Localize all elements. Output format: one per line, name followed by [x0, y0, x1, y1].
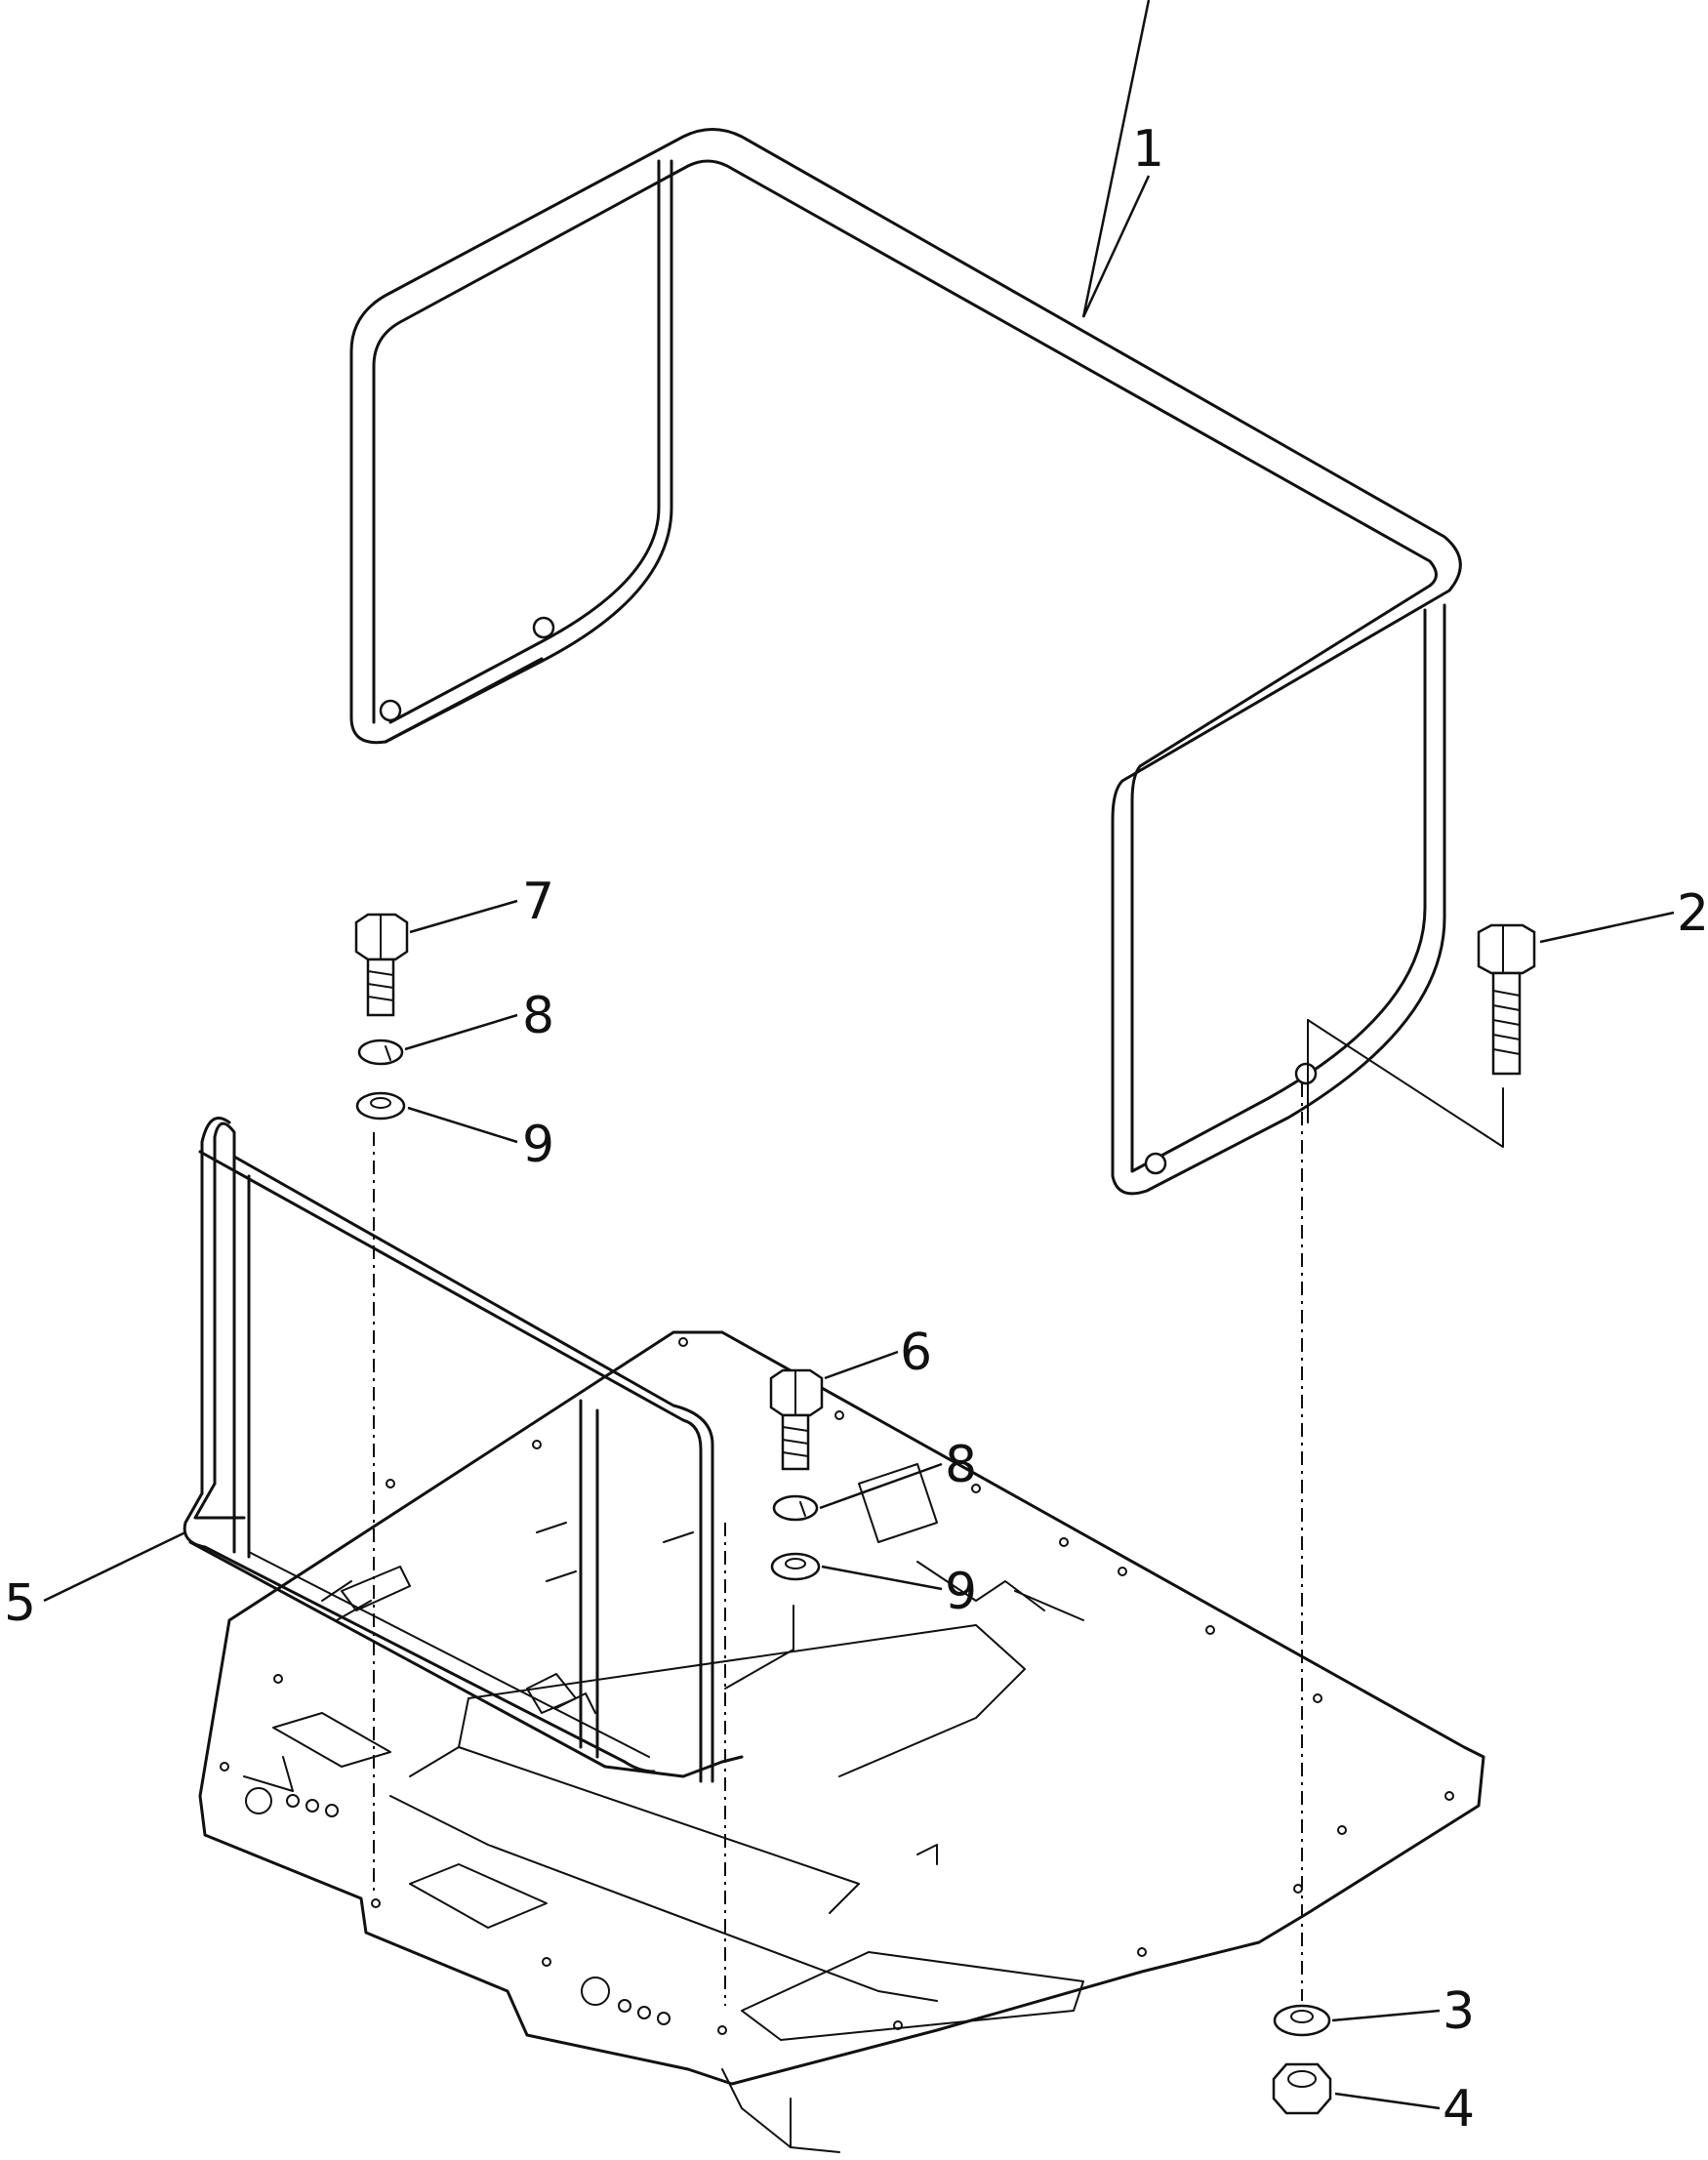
- part-1-guard-frame: [349, 128, 1462, 1196]
- leader-1: [1081, 0, 1151, 318]
- callout-6: 6: [900, 1324, 932, 1382]
- part-2-bolt: [1307, 923, 1536, 1148]
- leader-1b: [1081, 175, 1151, 318]
- leader-4: [1334, 2092, 1441, 2110]
- callout-2: 2: [1677, 884, 1708, 943]
- callout-9-middle: 9: [945, 1563, 977, 1621]
- leader-3: [1331, 2009, 1441, 2022]
- callout-7: 7: [522, 873, 554, 931]
- part-3-washer: [1273, 2004, 1331, 2037]
- assembly-line-left-2-bracket: [724, 1605, 794, 1690]
- leader-8a: [404, 1013, 518, 1051]
- leader-2: [1539, 911, 1675, 944]
- leader-9a: [407, 1106, 518, 1144]
- callout-9-upper: 9: [522, 1116, 554, 1174]
- callout-3: 3: [1443, 1982, 1475, 2041]
- part-9-washer-middle: [770, 1552, 821, 1581]
- part-9-washer-upper: [355, 1091, 406, 1121]
- leader-5: [43, 1530, 186, 1603]
- callout-8-middle: 8: [945, 1436, 977, 1494]
- floor-plate: [198, 1330, 1485, 2153]
- part-6-bolt: [769, 1368, 824, 1471]
- leader-lines: [43, 0, 1675, 2110]
- leader-8b: [819, 1462, 943, 1510]
- callout-1: 1: [1132, 120, 1164, 179]
- leader-7: [409, 899, 518, 934]
- callout-5: 5: [4, 1574, 36, 1633]
- leader-6: [824, 1350, 899, 1380]
- part-5-step-frame: [183, 1117, 744, 1783]
- part-8-lock-washer-upper: [357, 1039, 404, 1066]
- callout-numbers: 1 2 3 4 5 6 7 8 8 9 9: [4, 120, 1708, 2139]
- callout-4: 4: [1443, 2080, 1475, 2139]
- leader-9b: [821, 1565, 943, 1591]
- part-8-lock-washer-middle: [772, 1494, 819, 1522]
- part-4-nut: [1272, 2062, 1332, 2115]
- callout-8-upper: 8: [522, 987, 554, 1045]
- part-7-bolt: [354, 913, 409, 1017]
